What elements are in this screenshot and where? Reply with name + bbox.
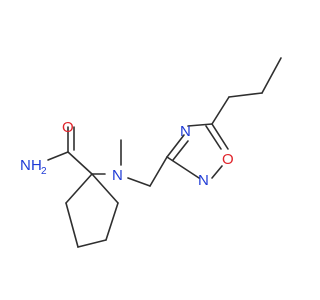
bond-ring-1 bbox=[91, 173, 119, 204]
bond-c1-camide bbox=[67, 151, 93, 175]
bond-camide-nh2 bbox=[47, 151, 69, 161]
molecule-diagram: N H 2 O N N O N bbox=[20, 57, 282, 248]
amide-h-sub-label: 2 bbox=[41, 166, 47, 177]
bond-n4-c5 bbox=[187, 123, 213, 127]
bond-ring-3 bbox=[77, 239, 107, 248]
oxadiazole-n4-label: N bbox=[180, 123, 191, 140]
bond-n2-c3 bbox=[166, 156, 200, 179]
tertiary-n-label: N bbox=[112, 167, 123, 184]
atom-labels: N H 2 O N N O N bbox=[20, 119, 234, 189]
bond-c5-o1-double bbox=[205, 125, 222, 150]
oxadiazole-o1-label: O bbox=[222, 151, 234, 168]
oxadiazole-n2-label: N bbox=[198, 172, 209, 189]
amide-h-label: H bbox=[31, 157, 42, 174]
bond-ch2-c3 bbox=[149, 156, 168, 187]
bond-n-ch2 bbox=[127, 177, 151, 187]
bond-ring-5 bbox=[65, 173, 93, 204]
bond-propyl-2 bbox=[228, 92, 263, 98]
bond-ring-4 bbox=[65, 202, 79, 248]
bond-c3-n4 bbox=[166, 134, 185, 158]
amide-n-label: N bbox=[20, 157, 31, 174]
bond-propyl-3 bbox=[261, 57, 282, 94]
carbonyl-o-label: O bbox=[62, 119, 74, 136]
bonds bbox=[47, 57, 282, 248]
bond-c5-o1 bbox=[211, 123, 229, 150]
bond-ring-2 bbox=[105, 202, 119, 241]
bond-c5-propyl-1 bbox=[211, 96, 230, 125]
structure-svg: N H 2 O N N O N bbox=[20, 57, 282, 248]
bond-c3-n4-double bbox=[172, 140, 189, 161]
bond-o1-n2 bbox=[211, 165, 223, 179]
